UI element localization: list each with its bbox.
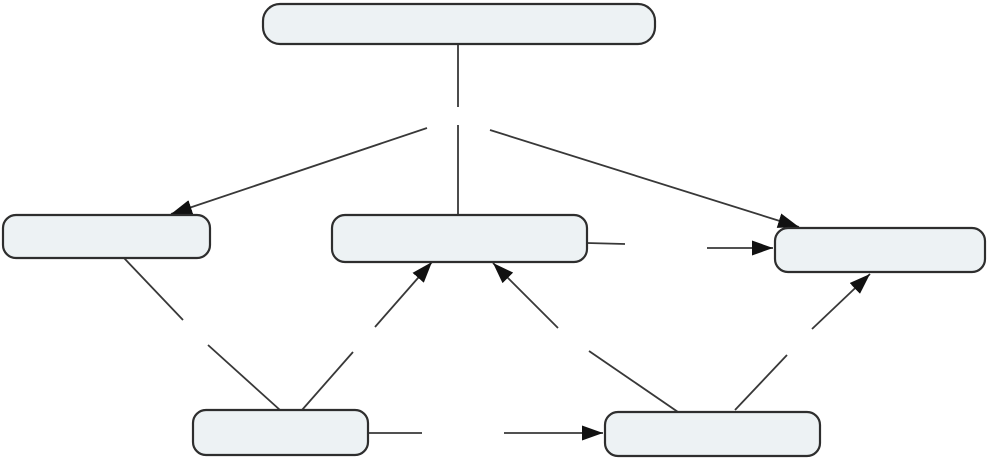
node-top-box bbox=[261, 2, 657, 46]
edge-left-to-bottomleft-seg-2 bbox=[207, 344, 281, 411]
node-mid-right-box-shape bbox=[773, 226, 987, 274]
edge-bottomleft-to-center-seg-1 bbox=[301, 351, 354, 411]
edge-top-to-right bbox=[489, 129, 800, 228]
node-bottom-left-box-shape bbox=[191, 408, 370, 457]
node-mid-left-box bbox=[1, 213, 212, 260]
edge-center-right-stub bbox=[586, 242, 626, 245]
edge-bottomright-to-center-seg-1 bbox=[588, 350, 679, 413]
node-bottom-left-box bbox=[191, 408, 370, 457]
edge-bottomright-to-right-seg-1 bbox=[734, 354, 788, 411]
edge-bottomright-to-right-seg-2 bbox=[811, 273, 871, 330]
node-mid-left-box-shape bbox=[1, 213, 212, 260]
node-mid-center-box bbox=[330, 213, 589, 264]
node-mid-center-box-shape bbox=[330, 213, 589, 264]
edge-top-to-left bbox=[170, 127, 428, 215]
node-top-box-shape bbox=[261, 2, 657, 46]
node-bottom-right-box bbox=[603, 410, 822, 458]
node-mid-right-box bbox=[773, 226, 987, 274]
edge-left-to-bottomleft-seg-1 bbox=[123, 257, 184, 321]
node-bottom-right-box-shape bbox=[603, 410, 822, 458]
edge-bottomleft-to-center-seg-2 bbox=[374, 261, 433, 328]
edge-bottomright-to-center-seg-2 bbox=[492, 262, 559, 329]
